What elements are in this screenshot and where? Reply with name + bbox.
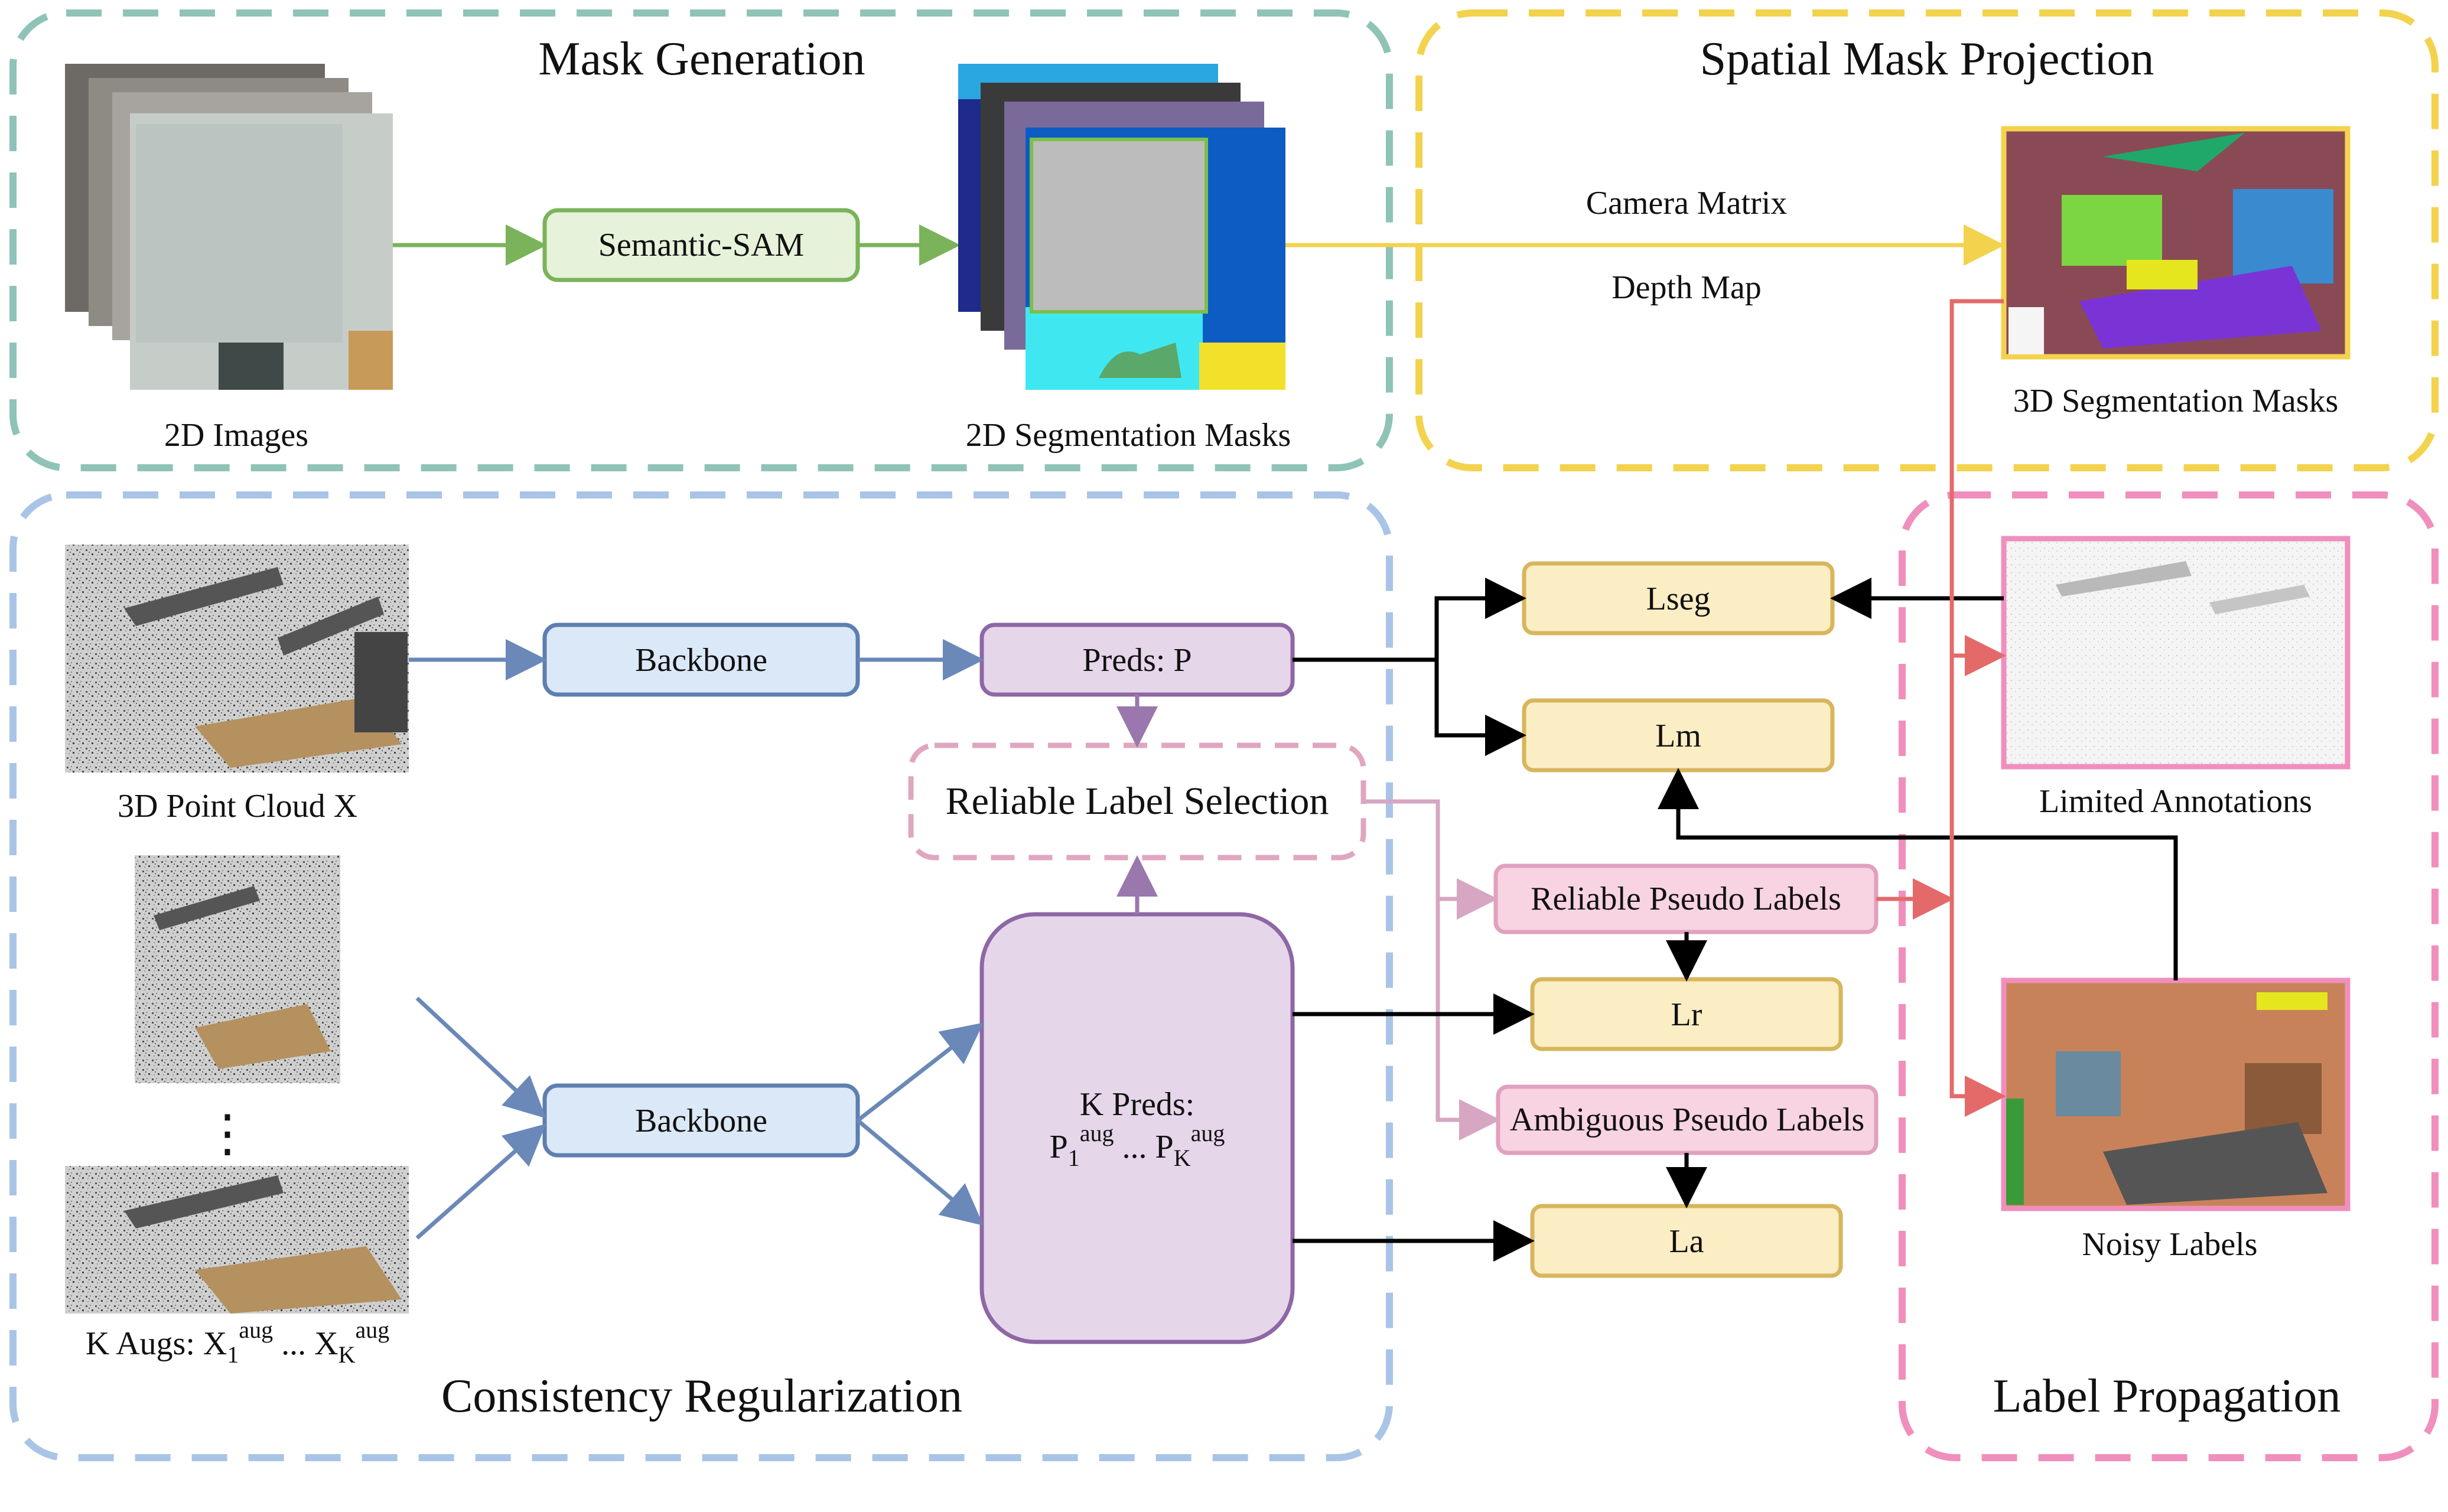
k-preds-formula: P1aug ... PKaug <box>1050 1120 1225 1171</box>
noisy-labels-image <box>2001 977 2351 1211</box>
arrow-selection-to-pseudo <box>1363 799 1498 920</box>
loss-m-label: Lm <box>1655 718 1701 754</box>
edge-label-depth-map: Depth Map <box>1612 269 1762 306</box>
arrow-aug-to-backbone-2-top <box>415 996 546 1119</box>
caption-2d-seg-masks: 2D Segmentation Masks <box>966 417 1291 454</box>
title-label-propagation: Label Propagation <box>1993 1370 2341 1422</box>
loss-r-label: Lr <box>1671 996 1702 1033</box>
arrow-noisy-to-lm <box>1658 768 2178 980</box>
caption-k-augs: K Augs: X1aug ... XKaug <box>86 1317 389 1368</box>
region-spatial-mask-projection <box>1415 9 2439 471</box>
edge-label-camera-matrix: Camera Matrix <box>1586 185 1788 221</box>
aug-ellipsis: ⋮ <box>202 1104 253 1163</box>
loss-seg-label: Lseg <box>1646 581 1711 617</box>
caption-3d-seg-masks: 3D Segmentation Masks <box>2013 383 2339 419</box>
region-mask-generation <box>9 9 1393 471</box>
reliable-pseudo-labels-label: Reliable Pseudo Labels <box>1531 881 1841 917</box>
title-consistency-regularization: Consistency Regularization <box>441 1370 962 1422</box>
arrow-3d-to-propagation <box>1949 299 2006 1117</box>
title-mask-generation: Mask Generation <box>538 33 865 85</box>
caption-2d-images: 2D Images <box>164 417 308 454</box>
backbone-2-label: Backbone <box>635 1103 767 1139</box>
arrow-aug-to-backbone-2-bottom <box>415 1123 546 1240</box>
limited-annotations-image <box>2001 536 2351 770</box>
preds-label: Preds: P <box>1082 642 1192 679</box>
seg-mask-3d-image <box>2001 126 2351 360</box>
k-preds-title: K Preds: <box>1080 1086 1194 1123</box>
arrow-backbone-2-to-kpreds-bottom <box>856 1119 984 1226</box>
point-cloud-image <box>65 545 409 773</box>
caption-noisy-labels: Noisy Labels <box>2082 1226 2257 1263</box>
arrow-selection-to-ambiguous <box>1435 899 1500 1140</box>
caption-limited-annotations: Limited Annotations <box>2039 783 2312 820</box>
arrow-preds-to-lseg <box>1293 578 1526 662</box>
arrow-backbone-2-to-kpreds-top <box>856 1022 984 1122</box>
backbone-1-label: Backbone <box>635 642 767 679</box>
ambiguous-pseudo-labels-label: Ambiguous Pseudo Labels <box>1510 1102 1864 1138</box>
reliable-label-selection-label: Reliable Label Selection <box>946 780 1329 823</box>
aug-point-cloud-k <box>65 1166 409 1314</box>
aug-point-cloud-1 <box>135 855 340 1083</box>
arrow-preds-to-lm <box>1434 660 1526 756</box>
title-spatial-mask-projection: Spatial Mask Projection <box>1700 33 2154 85</box>
semantic-sam-label: Semantic-SAM <box>598 227 804 263</box>
region-consistency-regularization <box>9 491 1393 1461</box>
k-preds-node <box>979 912 1295 1344</box>
seg-mask-stack-2d <box>958 64 1285 390</box>
region-label-propagation <box>1899 491 2439 1461</box>
caption-point-cloud: 3D Point Cloud X <box>118 788 357 825</box>
image-stack-2d <box>65 64 393 390</box>
loss-a-label: La <box>1669 1223 1704 1260</box>
